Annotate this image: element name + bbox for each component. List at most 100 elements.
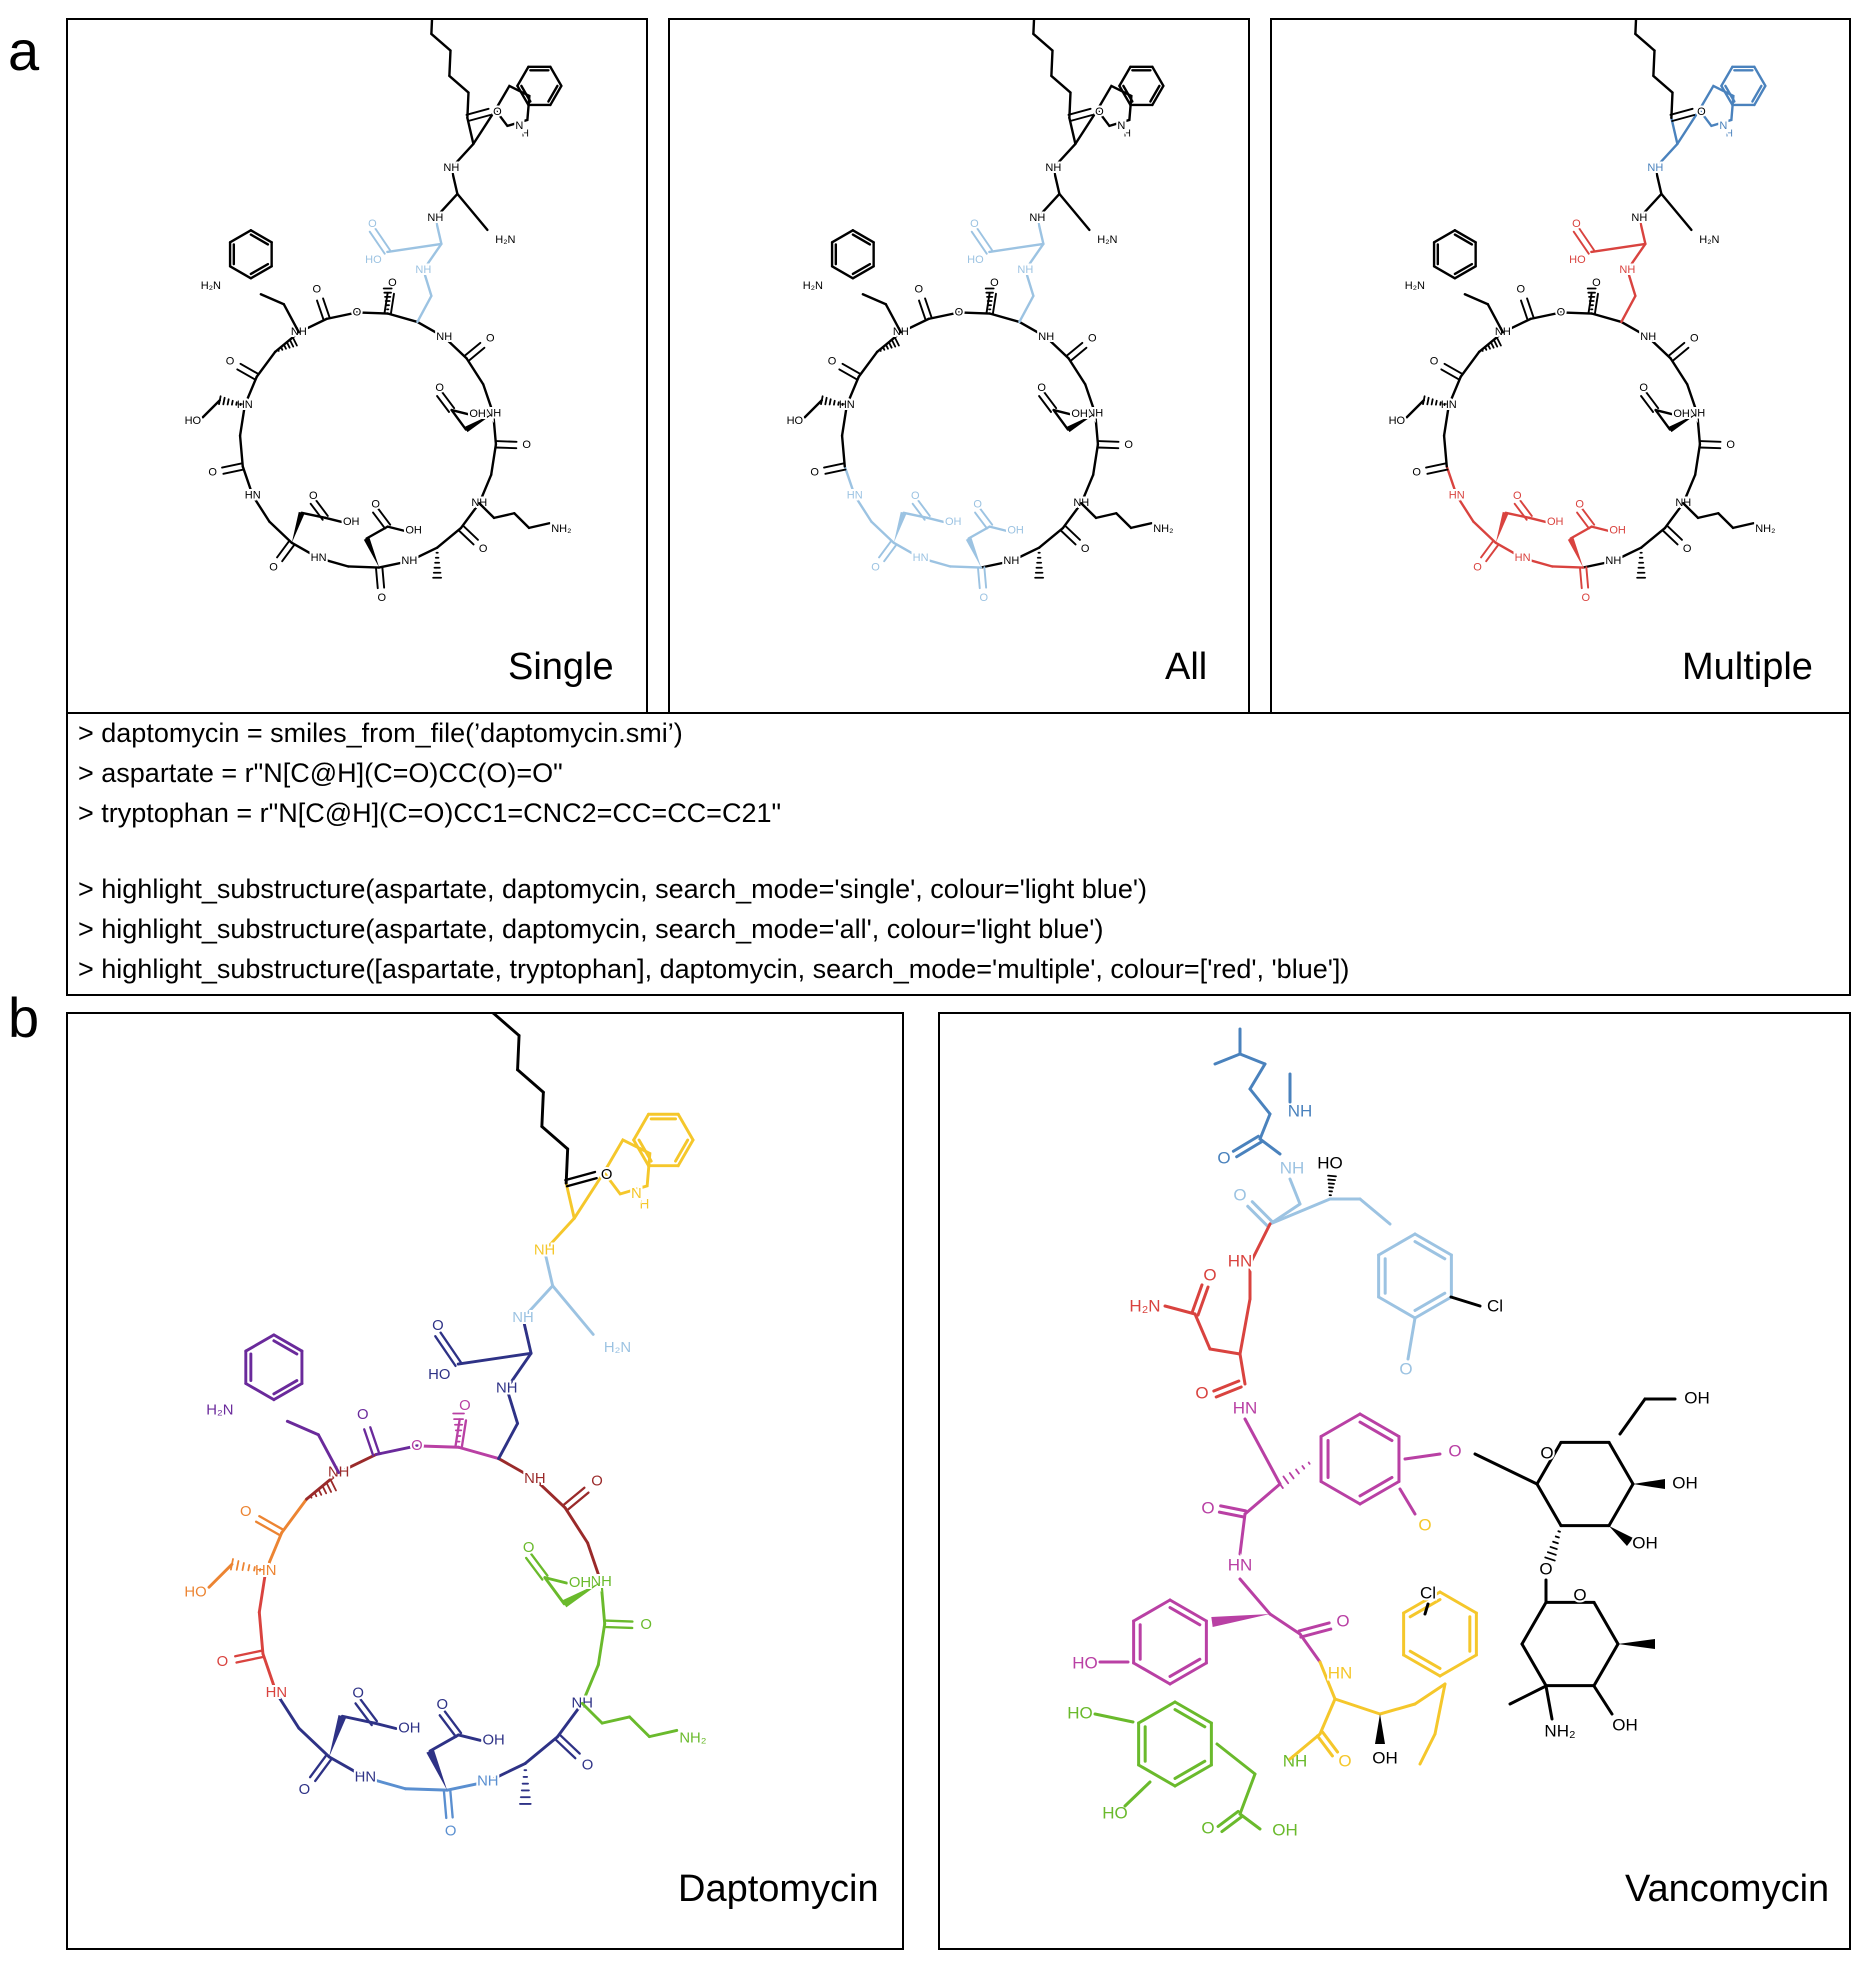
atom-label-o: O xyxy=(459,1398,471,1414)
bond xyxy=(243,375,258,407)
atom-label-n: N xyxy=(1719,120,1727,132)
panel-a-all-box: OOOOOOOOONHNHNHNHHNHNHNNHOOOHOOHOOHNH₂HO… xyxy=(668,18,1250,714)
indole-pyrrole-ring xyxy=(1095,84,1133,128)
atom-label-o: O xyxy=(970,218,979,230)
bond xyxy=(1612,546,1643,563)
atom-label-o: O xyxy=(435,382,444,394)
bond xyxy=(1248,1062,1267,1091)
bond xyxy=(1074,108,1099,146)
bond xyxy=(377,507,392,526)
wedge-bond xyxy=(965,537,982,568)
bond xyxy=(317,556,350,568)
bond xyxy=(1669,357,1689,386)
atom-label-o: O xyxy=(217,1654,229,1670)
bond xyxy=(456,1351,533,1366)
bond xyxy=(1408,1598,1442,1619)
bond xyxy=(1676,108,1701,146)
bond xyxy=(1413,1232,1453,1257)
atom-label-o: O xyxy=(1037,382,1046,394)
bond xyxy=(894,337,900,347)
bond xyxy=(1501,317,1532,334)
atom-label-nh: NH xyxy=(1689,407,1705,419)
atom-label-nh2: NH₂ xyxy=(679,1730,706,1746)
atom-label-o: O xyxy=(1233,1185,1246,1204)
atom-label-nh2: NH₂ xyxy=(1153,523,1173,535)
bond xyxy=(1579,566,1583,590)
caption-all: All xyxy=(1165,646,1208,688)
daptomycin-all-structure: OOOOOOOOONHNHNHNHHNHNHNNHOOOHOOHOOHNH₂HO… xyxy=(785,20,1175,606)
bond xyxy=(1091,443,1100,476)
bond xyxy=(523,1735,559,1765)
bond xyxy=(374,227,391,252)
bond xyxy=(324,516,343,524)
bond xyxy=(1581,559,1615,569)
bond xyxy=(1358,1420,1394,1443)
bond xyxy=(1445,465,1458,497)
bond xyxy=(1243,1417,1282,1486)
bond xyxy=(530,1552,549,1577)
atom-label-oh: OH xyxy=(405,525,422,537)
atom-label-nh: NH xyxy=(1631,212,1647,224)
wedge-bond xyxy=(1066,413,1096,433)
bond xyxy=(1258,1137,1282,1156)
bond xyxy=(1473,1452,1539,1486)
bond xyxy=(1358,1197,1392,1226)
bond xyxy=(1193,1312,1212,1351)
bond xyxy=(1459,350,1481,378)
atom-label-o: O xyxy=(1201,1818,1214,1837)
atom-label-o: O xyxy=(388,277,397,289)
atom-label-hn: HN xyxy=(245,490,261,502)
bond xyxy=(1699,440,1722,443)
bond xyxy=(439,1331,462,1364)
bond xyxy=(1059,529,1077,546)
bond xyxy=(1426,468,1449,475)
bond xyxy=(1132,1661,1172,1686)
bond xyxy=(1220,1815,1244,1834)
bond xyxy=(600,1715,631,1725)
bond xyxy=(450,408,469,416)
bond xyxy=(1544,1556,1556,1562)
bond xyxy=(486,1761,527,1783)
bond xyxy=(1377,1232,1417,1257)
bond xyxy=(1052,408,1071,416)
bond xyxy=(309,1495,313,1499)
bond xyxy=(957,311,991,315)
atom-label-oh: OH xyxy=(482,1732,504,1748)
bond xyxy=(1660,192,1693,232)
bond xyxy=(924,297,933,319)
bond xyxy=(549,65,563,88)
bond xyxy=(244,1333,276,1353)
bond xyxy=(1268,1612,1302,1636)
bond xyxy=(1067,107,1092,116)
bond xyxy=(283,344,287,350)
atom-label-o: O xyxy=(1336,1611,1349,1630)
bond xyxy=(1288,1177,1302,1206)
atom-label-oh: OH xyxy=(398,1720,420,1736)
atom-label-o: O xyxy=(640,1617,652,1633)
daptomycin-single-structure: OOOOOOOOONHNHNHNHHNHNHNNHOOOHOOHOOHNH₂HO… xyxy=(183,20,573,606)
bond xyxy=(1535,1440,1563,1486)
bond xyxy=(1453,233,1474,246)
atom-label-nh: NH xyxy=(436,331,452,343)
bond xyxy=(838,368,859,381)
bond xyxy=(1068,91,1072,120)
bond xyxy=(1442,434,1448,468)
atom-label-o: O xyxy=(1690,333,1699,345)
bond xyxy=(1496,337,1502,347)
bond xyxy=(1696,412,1702,446)
atom-label-o: O xyxy=(955,306,964,318)
bond xyxy=(251,494,271,523)
atom-label-o: O xyxy=(437,1697,449,1713)
bond xyxy=(1064,524,1081,541)
bond xyxy=(892,541,922,560)
bond xyxy=(314,498,329,517)
bond xyxy=(450,166,459,196)
bond xyxy=(497,1422,520,1461)
bond xyxy=(1581,507,1596,526)
bond xyxy=(276,539,291,559)
bond xyxy=(543,1576,566,1606)
bond xyxy=(991,292,997,315)
bond xyxy=(1238,1577,1272,1616)
atom-label-o: O xyxy=(1473,561,1482,573)
bond xyxy=(316,1433,341,1475)
